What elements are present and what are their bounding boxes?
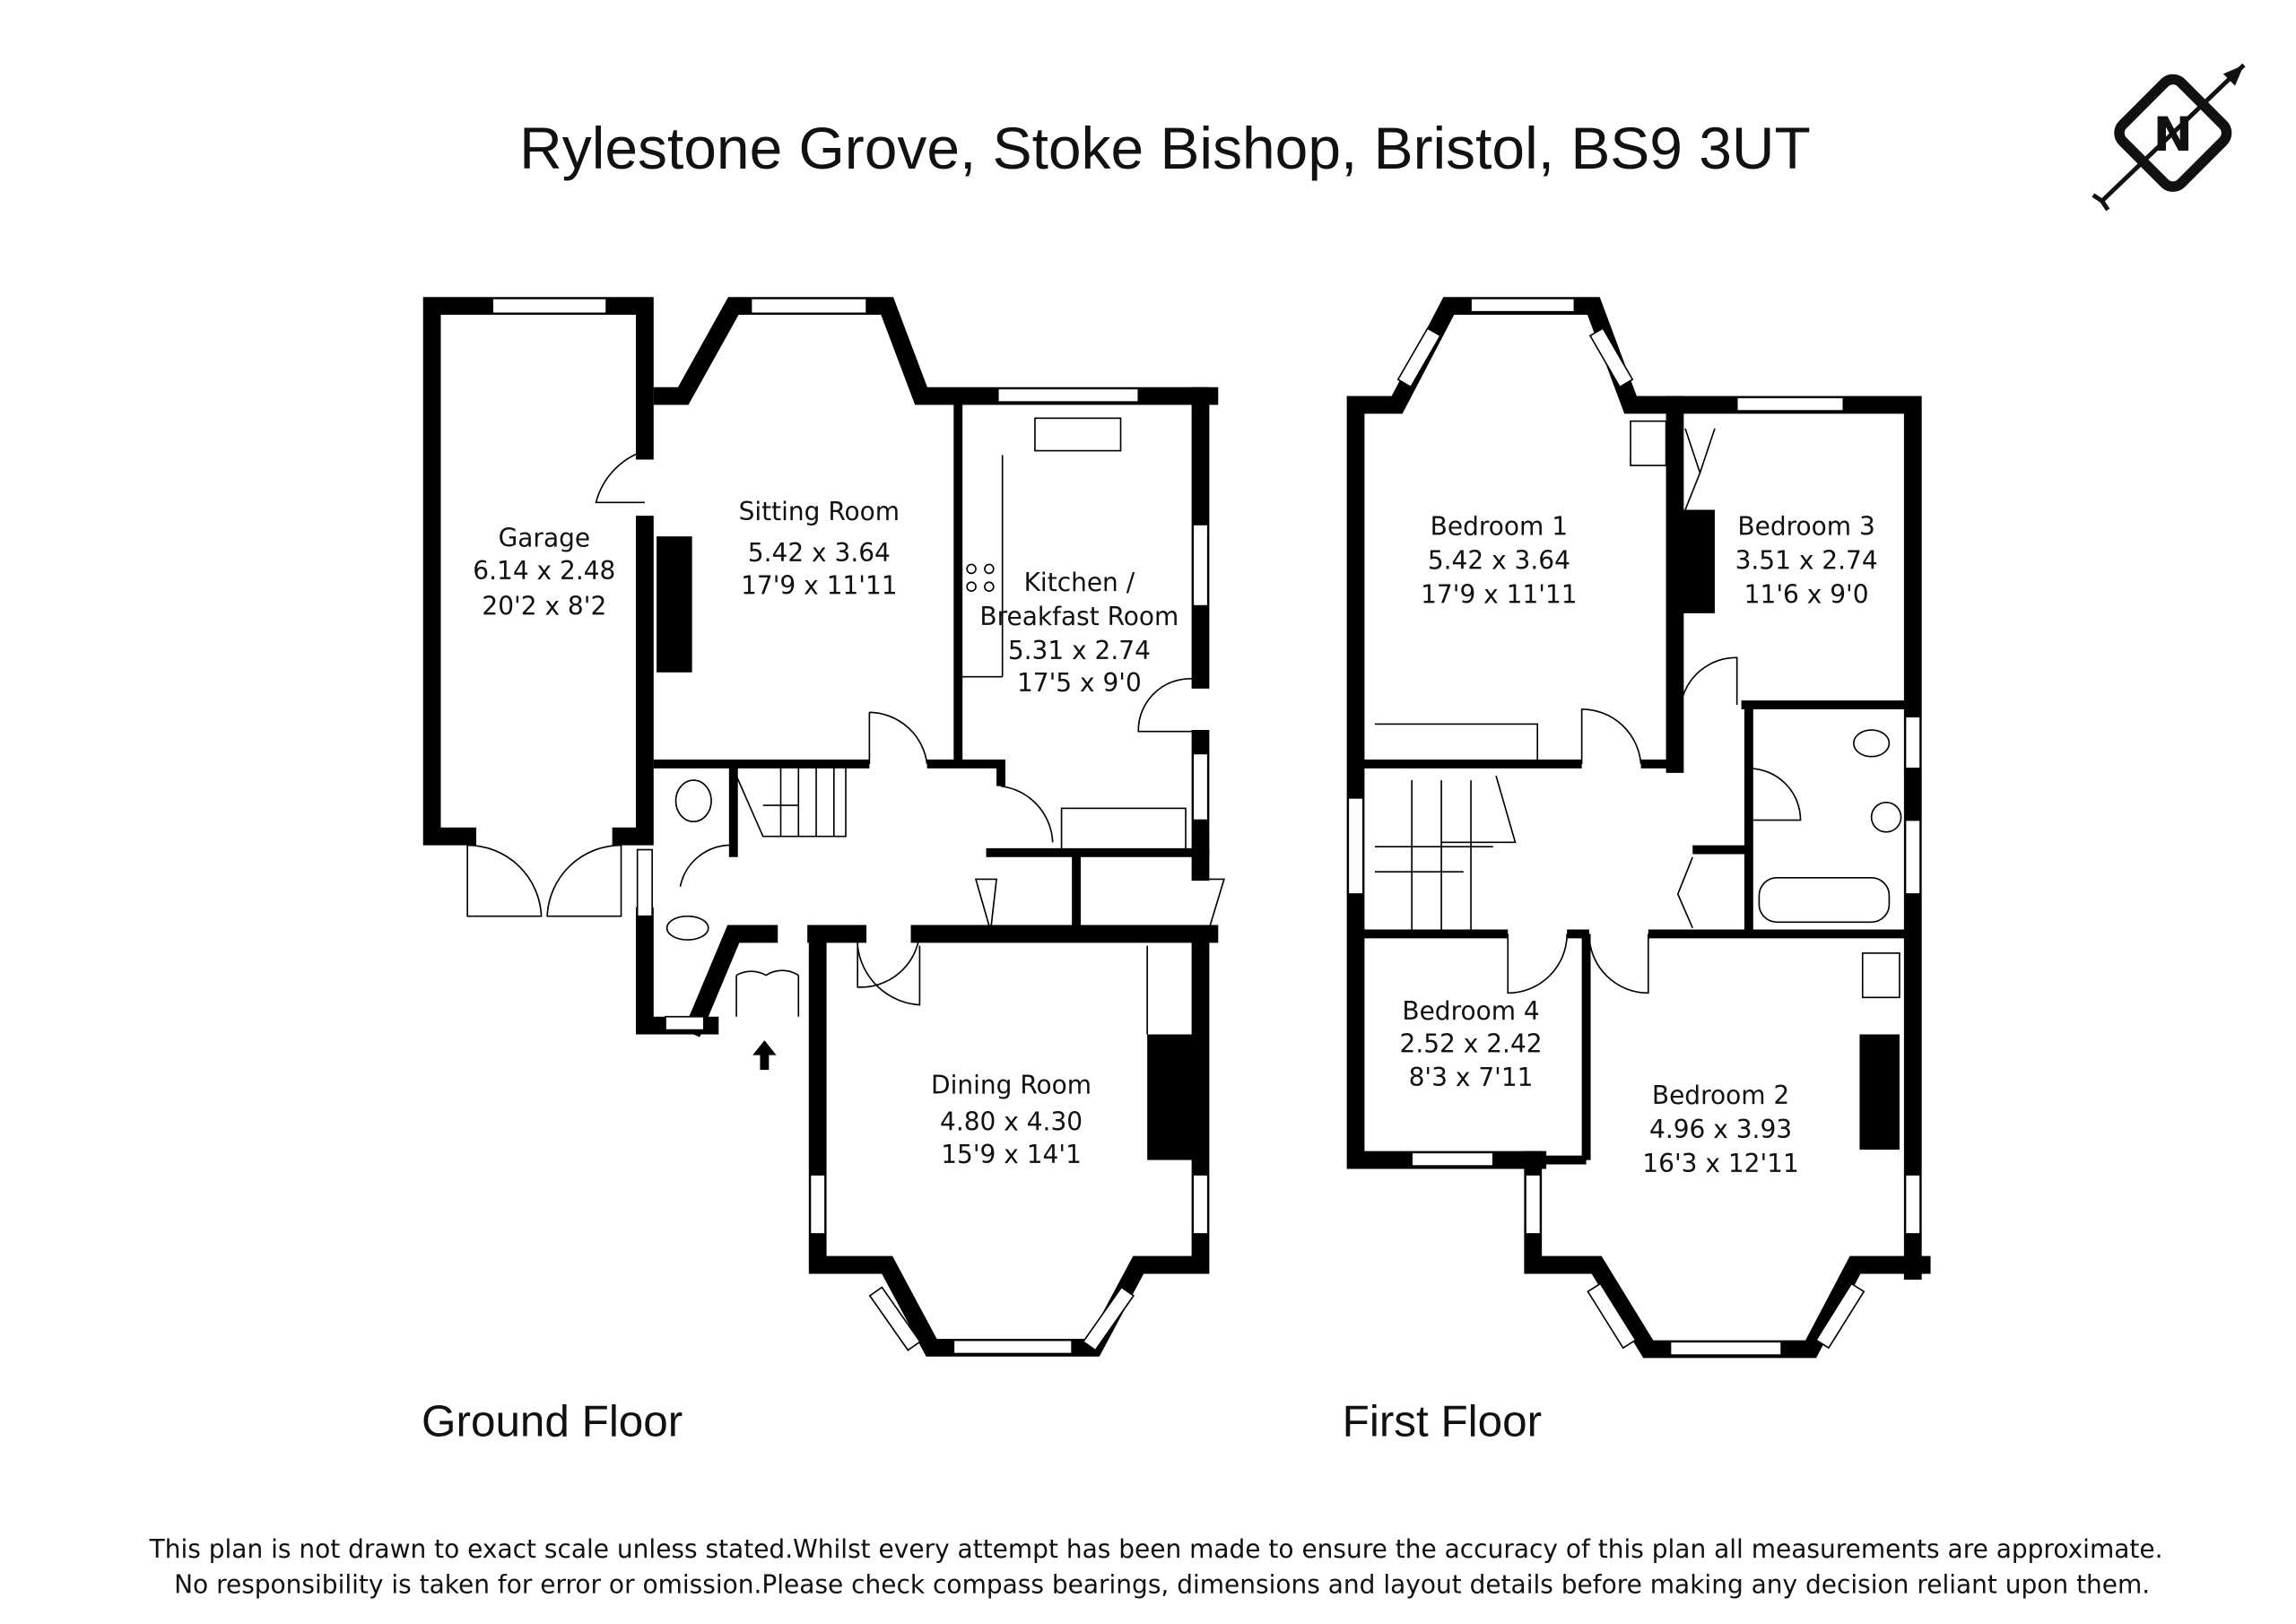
room-metric-bedroom-2: 4.96 x 3.93 bbox=[1649, 1115, 1792, 1144]
room-imperial-dining-room: 15'9 x 14'1 bbox=[941, 1140, 1082, 1169]
first-floor-label: First Floor bbox=[1343, 1397, 1542, 1446]
entrance-arrow-icon bbox=[752, 1040, 777, 1071]
ground-floor-plan bbox=[422, 297, 1225, 1357]
compass-letter: N bbox=[2153, 108, 2193, 162]
room-imperial-bedroom-3: 11'6 x 9'0 bbox=[1744, 579, 1869, 609]
room-metric-garage: 6.14 x 2.48 bbox=[473, 556, 615, 586]
room-metric-sitting-room: 5.42 x 3.64 bbox=[748, 538, 891, 568]
room-name-bedroom-4: Bedroom 4 bbox=[1402, 996, 1539, 1026]
room-imperial-bedroom-1: 17'9 x 11'11 bbox=[1421, 579, 1577, 609]
room-name-bedroom-3: Bedroom 3 bbox=[1737, 512, 1874, 542]
first-floor-plan bbox=[1346, 297, 1931, 1359]
room-metric-bedroom-4: 2.52 x 2.42 bbox=[1400, 1029, 1543, 1058]
room-metric-kitchen: 5.31 x 2.74 bbox=[1008, 636, 1151, 665]
room-metric-bedroom-3: 3.51 x 2.74 bbox=[1735, 545, 1878, 575]
room-metric-bedroom-1: 5.42 x 3.64 bbox=[1428, 545, 1570, 575]
room-imperial-bedroom-2: 16'3 x 12'11 bbox=[1642, 1149, 1798, 1178]
room-name-dining-room: Dining Room bbox=[931, 1070, 1091, 1099]
room-imperial-bedroom-4: 8'3 x 7'11 bbox=[1409, 1063, 1534, 1092]
disclaimer-line-1: This plan is not drawn to exact scale un… bbox=[149, 1534, 2163, 1564]
room-imperial-kitchen: 17'5 x 9'0 bbox=[1017, 668, 1142, 698]
disclaimer-line-2: No responsibility is taken for error or … bbox=[174, 1569, 2150, 1599]
room-name-breakfast-room: Breakfast Room bbox=[979, 602, 1178, 631]
page-title: Rylestone Grove, Stoke Bishop, Bristol, … bbox=[519, 115, 1811, 181]
north-compass-icon: N bbox=[2092, 63, 2246, 212]
room-imperial-sitting-room: 17'9 x 11'11 bbox=[741, 570, 897, 600]
room-name-bedroom-2: Bedroom 2 bbox=[1652, 1081, 1789, 1110]
room-name-kitchen: Kitchen / bbox=[1024, 568, 1135, 597]
room-imperial-garage: 20'2 x 8'2 bbox=[482, 592, 606, 621]
room-metric-dining-room: 4.80 x 4.30 bbox=[940, 1107, 1083, 1137]
ground-floor-label: Ground Floor bbox=[422, 1397, 683, 1446]
room-name-sitting-room: Sitting Room bbox=[739, 497, 900, 526]
room-name-bedroom-1: Bedroom 1 bbox=[1431, 512, 1568, 542]
room-name-garage: Garage bbox=[499, 524, 591, 553]
